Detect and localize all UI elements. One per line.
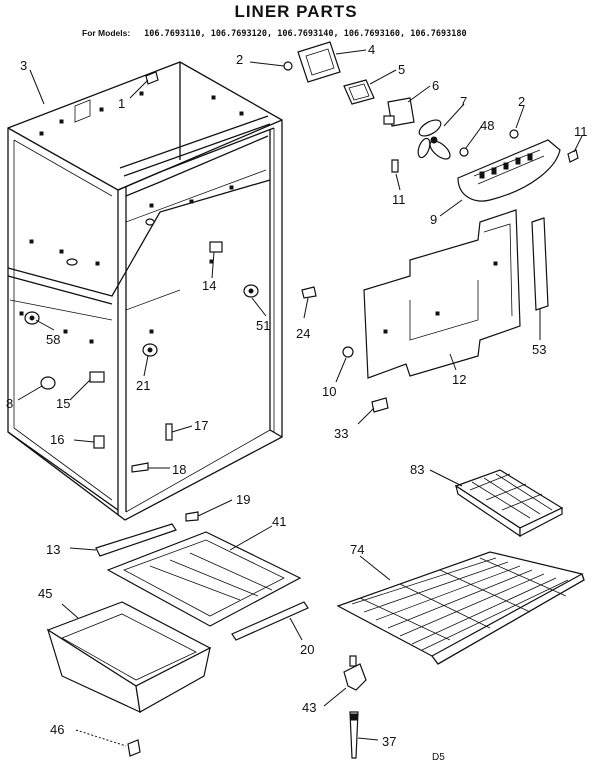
part-4-light-housing [297,41,341,83]
part-6-fan-motor [383,97,415,127]
part-9-fan-shroud [457,139,561,202]
part-43-damper-control [343,655,367,691]
part-21-grommet [142,343,158,357]
part-16-clip [93,435,105,449]
part-15-bracket [89,371,105,383]
callout-58: 58 [46,332,60,347]
part-24-clip [301,286,317,299]
callout-labels: 3 1 2 4 5 6 7 48 2 11 11 9 14 51 24 58 8… [6,42,588,749]
callout-20: 20 [300,642,314,657]
part-18-pin [131,462,149,473]
part-51-grommet [243,284,259,298]
models-line: For Models: 106.7693110, 106.7693120, 106… [82,28,467,39]
callout-12: 12 [452,372,466,387]
diagram-code: D5 [432,752,445,763]
part-41-glass-shelf [106,531,302,627]
callout-24: 24 [296,326,310,341]
callout-45: 45 [38,586,52,601]
callout-2-right: 2 [518,94,525,109]
part-7-fan-blade [417,119,451,160]
callout-46: 46 [50,722,64,737]
callout-18: 18 [172,462,186,477]
callout-43: 43 [302,700,316,715]
callout-6: 6 [432,78,439,93]
callout-37: 37 [382,734,396,749]
ice-tray-cubes [469,473,553,519]
part-11-screw-right [567,149,579,163]
callout-5: 5 [398,62,405,77]
callout-9: 9 [430,212,437,227]
part-14-bracket [209,241,223,253]
part-8-plug [40,376,56,390]
diagram-title: LINER PARTS [234,2,358,21]
callout-10: 10 [322,384,336,399]
callout-1: 1 [118,96,125,111]
callout-19: 19 [236,492,250,507]
part-11-screw-left [391,159,399,173]
part-33-screw [371,397,389,413]
liner-cabinet [7,61,283,521]
part-46-clip [127,739,141,757]
part-74-wire-shelf [336,551,585,665]
callout-8: 8 [6,396,13,411]
shroud-slots [479,153,533,179]
callout-53: 53 [532,342,546,357]
part-10-nut [342,346,354,358]
callout-74: 74 [350,542,364,557]
callout-7: 7 [460,94,467,109]
callout-83: 83 [410,462,424,477]
part-17-screw [165,423,173,441]
part-13-rail [95,523,177,557]
part-37-knob [349,711,359,759]
part-20-rail [231,601,309,641]
liner-holes [19,91,244,344]
part-19-clip [185,511,199,522]
callout-41: 41 [272,514,286,529]
wire-shelf-rods [351,557,569,651]
callout-15: 15 [56,396,70,411]
callout-17: 17 [194,418,208,433]
part-12-evaporator-cover [363,209,521,379]
part-45-crisper-pan [46,601,212,714]
callout-14: 14 [202,278,216,293]
callout-2-left: 2 [236,52,243,67]
callout-21: 21 [136,378,150,393]
callout-11-right: 11 [574,124,588,139]
callout-16: 16 [50,432,64,447]
part-48-nut [459,147,469,157]
callout-3: 3 [20,58,27,73]
part-2-screw-right [509,129,519,139]
part-2-screw-left [283,61,293,71]
callout-51: 51 [256,318,270,333]
part-5-lens [343,79,375,105]
part-83-ice-tray [454,469,564,538]
leader-lines [17,49,583,747]
models-label: For Models: [82,28,131,38]
callout-48: 48 [480,118,494,133]
part-53-strip [531,217,549,311]
callout-33: 33 [334,426,348,441]
callout-13: 13 [46,542,60,557]
callout-4: 4 [368,42,375,57]
models-list: 106.7693110, 106.7693120, 106.7693140, 1… [144,29,467,39]
callout-11-left: 11 [392,192,406,207]
part-58-grommet [24,311,40,325]
